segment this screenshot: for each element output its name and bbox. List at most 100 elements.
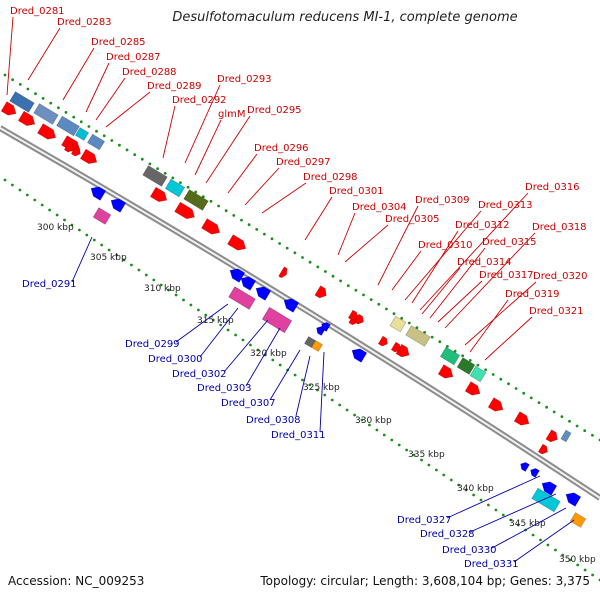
forward-gene-label: Dred_0287 [106,52,161,63]
kbp-label: 345 kbp [509,519,546,529]
leader-line [295,355,311,417]
leader-line [344,224,389,263]
forward-gene-arrow [0,101,17,116]
leader-line [184,84,221,164]
leader-line [469,299,509,353]
forward-gene-label: Dred_0313 [478,200,533,211]
forward-gene-label: Dred_0310 [418,240,473,251]
kbp-label: 350 kbp [559,555,596,565]
forward-gene-arrow [314,285,327,299]
forward-gene-label: Dred_0292 [172,95,227,106]
forward-gene-arrow [390,341,401,353]
leader-line [105,91,151,128]
forward-gene-arrow [17,110,36,127]
reverse-gene-label: Dred_0300 [148,354,203,365]
genome-info-label: Topology: circular; Length: 3,608,104 bp… [260,574,590,588]
gene-block [87,133,105,151]
reverse-gene-arrow [565,492,582,507]
leader-line [175,303,229,343]
leader-line [446,475,541,519]
gene-block [183,189,209,211]
forward-gene-label: Dred_0315 [482,237,537,248]
forward-gene-label: Dred_0293 [217,74,272,85]
leader-line [464,281,537,346]
forward-gene-arrow [149,186,168,203]
forward-gene-label: Dred_0321 [529,306,584,317]
gene-block [92,207,112,225]
forward-gene-label: Dred_0317 [479,270,534,281]
forward-gene-label: Dred_0305 [385,214,440,225]
leader-line [491,507,567,549]
leader-line [411,230,459,304]
leader-line [194,119,222,176]
reverse-gene-arrow [240,276,257,291]
forward-gene-label: Dred_0309 [415,195,470,206]
reverse-gene-label: Dred_0311 [271,430,326,441]
reverse-gene-arrow [229,268,246,283]
gene-block [74,127,90,141]
forward-gene-arrow [395,343,410,358]
forward-gene-arrow [174,201,195,220]
genome-backbone [0,125,600,501]
reverse-gene-arrow [530,468,540,478]
leader-line [377,205,419,286]
leader-line [223,319,269,373]
forward-gene-label: Dred_0296 [254,143,309,154]
forward-gene-label: Dred_0297 [276,157,331,168]
outer-dotted-track [3,73,600,442]
forward-gene-label: Dred_0289 [147,81,202,92]
kbp-label: 300 kbp [37,223,74,233]
kbp-label: 310 kbp [144,284,181,294]
gene-block [560,429,572,443]
forward-gene-arrow [487,397,504,412]
forward-gene-label: Dred_0283 [57,17,112,28]
leader-line [404,210,482,301]
forward-gene-arrow [464,381,481,396]
reverse-gene-arrow [283,298,300,313]
reverse-gene-arrow [110,198,127,213]
leader-line [205,115,251,184]
kbp-label: 330 kbp [355,416,392,426]
reverse-gene-label: Dred_0328 [420,529,475,540]
map-title: Desulfotomaculum reducens MI-1, complete… [172,10,518,25]
reverse-gene-label: Dred_0331 [464,559,519,570]
reverse-gene-label: Dred_0302 [172,369,227,380]
forward-gene-label: Dred_0295 [247,105,302,116]
reverse-gene-label: Dred_0330 [442,545,497,556]
gene-block [389,315,407,333]
reverse-gene-arrow [255,286,272,301]
forward-gene-arrow [377,335,388,347]
leader-line [319,351,325,433]
reverse-gene-arrow [321,322,331,332]
reverse-gene-arrow [90,186,107,201]
forward-gene-label: Dred_0304 [352,202,407,213]
reverse-gene-arrow [541,481,558,496]
gene-block [142,165,168,187]
gene-block [439,346,461,366]
leader-line [391,250,422,291]
kbp-label: 340 kbp [457,484,494,494]
kbp-label: 320 kbp [250,349,287,359]
gene-block [531,487,561,513]
accession-label: Accession: NC_009253 [8,574,145,588]
forward-gene-label: Dred_0318 [532,222,587,233]
leader-line [27,27,61,81]
leader-line [85,62,110,113]
leader-line [199,307,239,358]
forward-gene-label: Dred_0288 [122,67,177,78]
reverse-gene-label: Dred_0303 [197,383,252,394]
forward-gene-arrow [70,145,81,157]
forward-gene-label: Dred_0320 [533,271,588,282]
leader-line [244,167,280,206]
leader-line [513,519,575,563]
leader-line [95,77,126,121]
gene-block [569,512,587,528]
forward-gene-arrow [353,313,364,325]
leader-line [304,196,333,241]
forward-gene-arrow [37,123,57,140]
forward-gene-arrow [278,266,288,279]
inner-dotted-track [3,178,600,582]
gene-block [304,336,316,348]
gene-block [469,365,487,383]
